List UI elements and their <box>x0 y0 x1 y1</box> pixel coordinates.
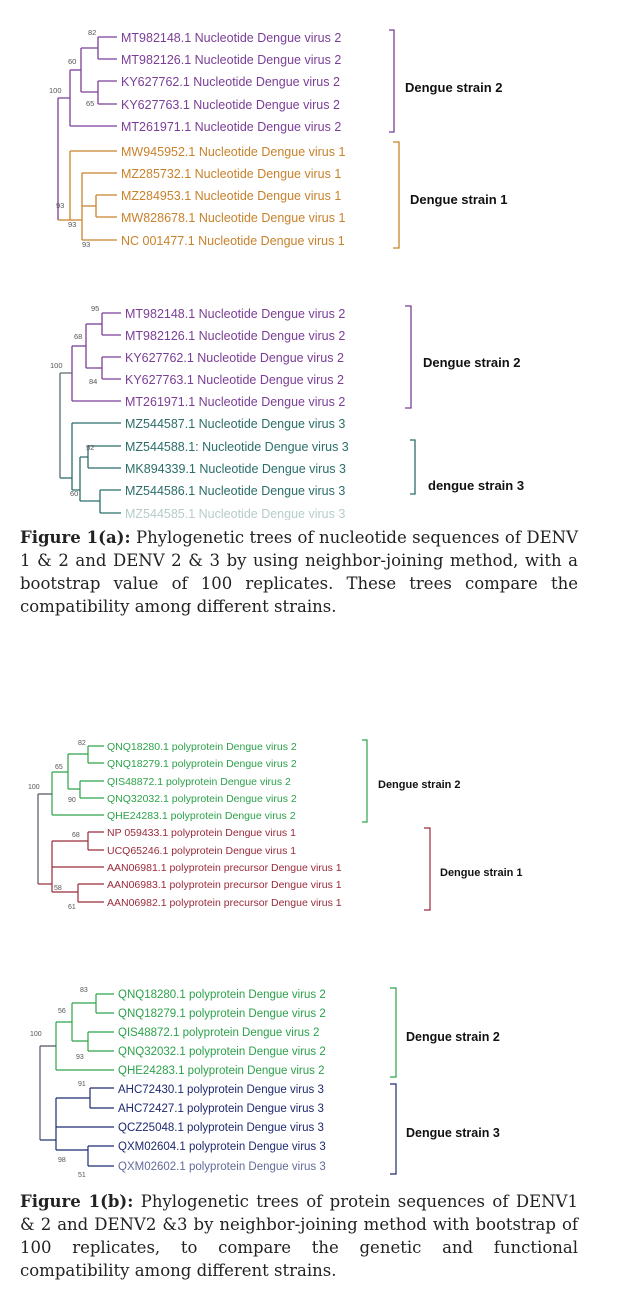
leaf-label: MT261971.1 Nucleotide Dengue virus 2 <box>125 395 345 409</box>
bootstrap-value: 60 <box>68 57 76 66</box>
leaf-label: MK894339.1 Nucleotide Dengue virus 3 <box>125 462 346 476</box>
leaf-label: QNQ18279.1 polyprotein Dengue virus 2 <box>107 758 297 770</box>
leaf-label: AAN06982.1 polyprotein precursor Dengue … <box>107 897 342 909</box>
figure-b-caption: Figure 1(b): Phylogenetic trees of prote… <box>20 1190 578 1282</box>
leaf-label: MZ284953.1 Nucleotide Dengue virus 1 <box>121 189 341 203</box>
leaf-label: QXM02602.1 polyprotein Dengue virus 3 <box>118 1161 326 1173</box>
bootstrap-value: 51 <box>78 1172 86 1178</box>
bootstrap-value: 93 <box>82 240 90 249</box>
leaf-label: KY627763.1 Nucleotide Dengue virus 2 <box>121 98 340 112</box>
leaf-label: MW828678.1 Nucleotide Dengue virus 1 <box>121 211 345 225</box>
caption-label: Figure 1(b): <box>20 1192 134 1211</box>
leaf-label: MT982148.1 Nucleotide Dengue virus 2 <box>121 31 341 45</box>
figure-a-tree-2: 95 68 100 84 52 60 MT982148.1 Nucleotide… <box>0 298 632 520</box>
leaf-label: AHC72427.1 polyprotein Dengue virus 3 <box>118 1103 324 1115</box>
figure-a-caption: Figure 1(a): Phylogenetic trees of nucle… <box>20 526 578 618</box>
leaf-label: AAN06981.1 polyprotein precursor Dengue … <box>107 862 342 874</box>
bootstrap-value: 68 <box>72 832 80 839</box>
figure-b-tree-2-svg: 83 56 100 93 91 98 51 QNQ18280.1 polypro… <box>30 987 500 1178</box>
group-label: dengue strain 3 <box>428 478 524 493</box>
group-label: Dengue strain 1 <box>410 192 508 207</box>
clade-bracket <box>362 739 368 823</box>
bootstrap-value: 65 <box>55 764 63 771</box>
leaf-label: QIS48872.1 polyprotein Dengue virus 2 <box>107 776 291 788</box>
leaf-label: QNQ18279.1 polyprotein Dengue virus 2 <box>118 1008 326 1020</box>
leaf-label: MT261971.1 Nucleotide Dengue virus 2 <box>121 120 341 134</box>
leaf-label: QCZ25048.1 polyprotein Dengue virus 3 <box>118 1122 324 1134</box>
bootstrap-value: 93 <box>56 201 64 210</box>
clade-bracket <box>410 439 416 495</box>
bootstrap-value: 68 <box>74 332 82 341</box>
clade-bracket <box>393 141 400 249</box>
leaf-label: UCQ65246.1 polyprotein Dengue virus 1 <box>107 845 296 857</box>
leaf-label: MZ544587.1 Nucleotide Dengue virus 3 <box>125 417 345 431</box>
bootstrap-value: 52 <box>86 443 94 452</box>
bootstrap-value: 90 <box>68 797 76 804</box>
leaf-label: MT982126.1 Nucleotide Dengue virus 2 <box>125 329 345 343</box>
leaf-label: KY627763.1 Nucleotide Dengue virus 2 <box>125 373 344 387</box>
caption-label: Figure 1(a): <box>20 528 131 547</box>
clade-bracket <box>390 1083 397 1175</box>
group-label: Dengue strain 2 <box>406 1030 500 1044</box>
leaf-label: MZ285732.1 Nucleotide Dengue virus 1 <box>121 167 341 181</box>
clade-bracket <box>405 305 412 409</box>
group-label: Dengue strain 2 <box>378 779 461 791</box>
bootstrap-value: 100 <box>30 1031 42 1038</box>
leaf-label: QIS48872.1 polyprotein Dengue virus 2 <box>118 1027 319 1039</box>
group-label: Dengue strain 2 <box>423 355 521 370</box>
figure-a-tree-1-bootstraps: 82 60 100 65 93 93 93 <box>49 28 96 249</box>
group-label: Dengue strain 1 <box>440 867 523 879</box>
leaf-label: MZ544585.1 Nucleotide Dengue virus 3 <box>125 507 345 520</box>
bootstrap-value: 82 <box>78 740 86 747</box>
leaf-label: MZ544586.1 Nucleotide Dengue virus 3 <box>125 484 345 498</box>
figure-a-tree-1: 82 60 100 65 93 93 93 MT982148.1 Nucleot… <box>0 20 632 260</box>
leaf-label: QHE24283.1 polyprotein Dengue virus 2 <box>107 810 296 822</box>
bootstrap-value: 93 <box>68 220 76 229</box>
bootstrap-value: 100 <box>28 784 40 791</box>
leaf-label: QNQ18280.1 polyprotein Dengue virus 2 <box>107 741 297 753</box>
leaf-label: QXM02604.1 polyprotein Dengue virus 3 <box>118 1141 326 1153</box>
leaf-label: AAN06983.1 polyprotein precursor Dengue … <box>107 879 342 891</box>
figure-b-tree-2: 83 56 100 93 91 98 51 QNQ18280.1 polypro… <box>0 980 632 1178</box>
bootstrap-value: 83 <box>80 987 88 994</box>
bootstrap-value: 100 <box>50 361 63 370</box>
bootstrap-value: 84 <box>89 377 97 386</box>
figure-a-tree-1-svg: 82 60 100 65 93 93 93 MT982148.1 Nucleot… <box>49 28 508 249</box>
leaf-label: MZ544588.1: Nucleotide Dengue virus 3 <box>125 440 349 454</box>
bootstrap-value: 98 <box>58 1157 66 1164</box>
leaf-label: AHC72430.1 polyprotein Dengue virus 3 <box>118 1084 324 1096</box>
figure-a-tree-2-svg: 95 68 100 84 52 60 MT982148.1 Nucleotide… <box>50 304 524 520</box>
leaf-label: QHE24283.1 polyprotein Dengue virus 2 <box>118 1065 325 1077</box>
bootstrap-value: 93 <box>76 1054 84 1061</box>
clade-bracket <box>424 827 431 911</box>
clade-bracket <box>389 29 395 133</box>
leaf-label: NP 059433.1 polyprotein Dengue virus 1 <box>107 827 296 839</box>
leaf-label: NC 001477.1 Nucleotide Dengue virus 1 <box>121 234 345 248</box>
figure-b-tree-1: 82 65 100 90 68 58 61 QNQ18280.1 polypro… <box>0 732 632 914</box>
bootstrap-value: 56 <box>58 1008 66 1015</box>
bootstrap-value: 100 <box>49 86 62 95</box>
leaf-label: QNQ32032.1 polyprotein Dengue virus 2 <box>107 793 297 805</box>
figure-b-tree-1-svg: 82 65 100 90 68 58 61 QNQ18280.1 polypro… <box>28 739 523 911</box>
leaf-label: QNQ32032.1 polyprotein Dengue virus 2 <box>118 1046 326 1058</box>
leaf-label: QNQ18280.1 polyprotein Dengue virus 2 <box>118 989 326 1001</box>
leaf-label: MT982148.1 Nucleotide Dengue virus 2 <box>125 307 345 321</box>
bootstrap-value: 82 <box>88 28 96 37</box>
bootstrap-value: 95 <box>91 304 99 313</box>
group-label: Dengue strain 3 <box>406 1126 500 1140</box>
bootstrap-value: 60 <box>70 489 78 498</box>
caption-text: Phylogenetic trees of nucleotide sequenc… <box>20 528 578 616</box>
clade-bracket <box>390 987 397 1078</box>
leaf-label: KY627762.1 Nucleotide Dengue virus 2 <box>121 75 340 89</box>
leaf-label: MT982126.1 Nucleotide Dengue virus 2 <box>121 53 341 67</box>
bootstrap-value: 58 <box>54 885 62 892</box>
group-label: Dengue strain 2 <box>405 80 503 95</box>
bootstrap-value: 61 <box>68 904 76 911</box>
bootstrap-value: 65 <box>86 99 94 108</box>
bootstrap-value: 91 <box>78 1081 86 1088</box>
caption-text: Phylogenetic trees of protein sequences … <box>20 1192 578 1280</box>
leaf-label: KY627762.1 Nucleotide Dengue virus 2 <box>125 351 344 365</box>
leaf-label: MW945952.1 Nucleotide Dengue virus 1 <box>121 145 345 159</box>
